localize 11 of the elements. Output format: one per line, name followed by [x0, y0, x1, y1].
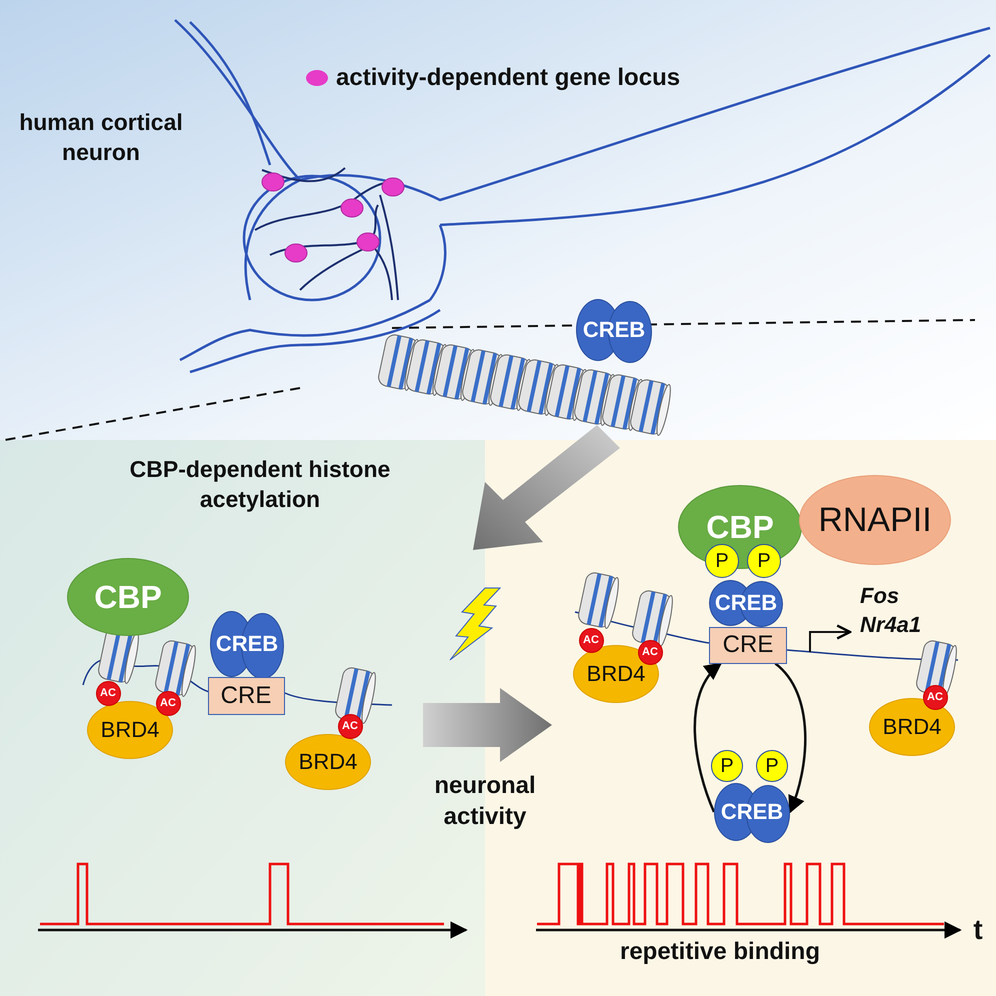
label-text: repetitive binding: [618, 937, 821, 967]
axis-label: t: [972, 913, 984, 947]
dna-element-box: CRE: [709, 626, 787, 664]
label-text: CBP-dependent histone acetylation: [128, 455, 392, 514]
label-text: neuronal activity: [433, 771, 537, 832]
arrow: [774, 662, 806, 814]
dna-element-box: CRE: [208, 677, 284, 715]
legend-text: activity-dependent gene locus: [336, 64, 680, 92]
arrow: [694, 662, 722, 812]
label-text: human cortical neuron: [18, 108, 184, 167]
gene-name-label: Fos Nr4a1: [860, 582, 922, 639]
